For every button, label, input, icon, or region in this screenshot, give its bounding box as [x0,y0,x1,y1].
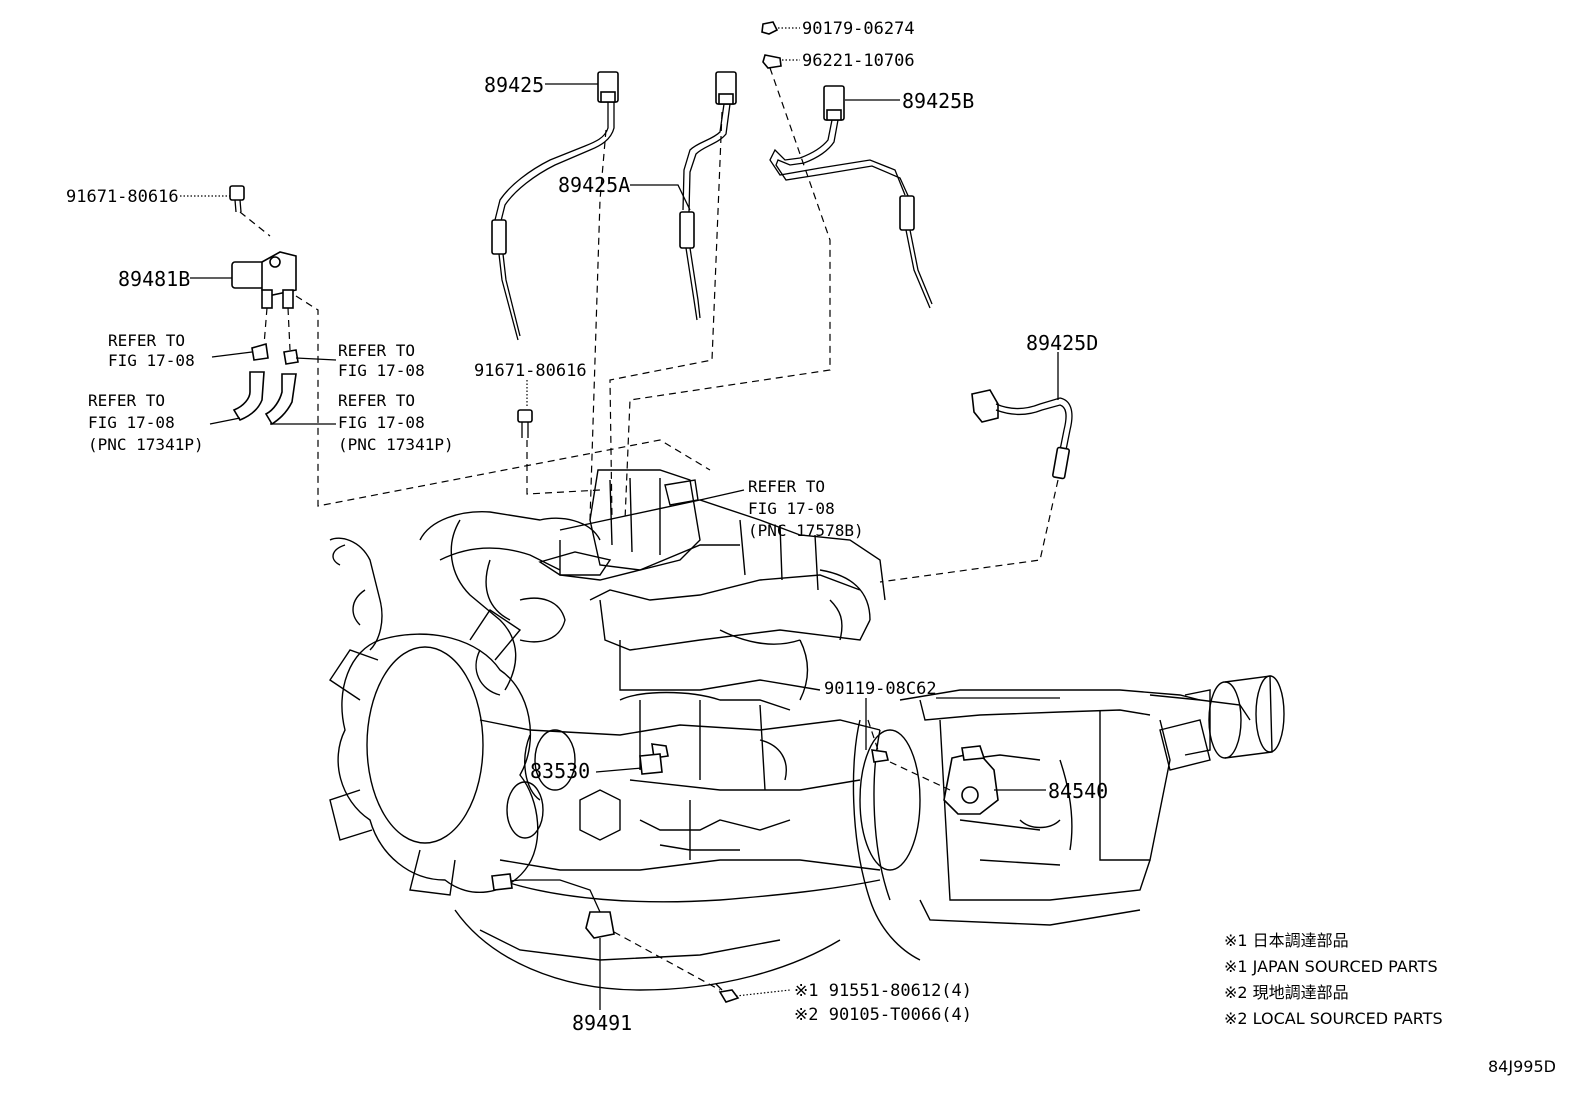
ref-e-line3: (PNC 17578B) [748,521,864,540]
label-89491: 89491 [572,1011,632,1035]
label-91671-top: 91671-80616 [66,187,179,207]
dashed-guides [239,67,1059,991]
sensor-89425 [491,71,619,341]
ref-a-line2: FIG 17-08 [108,351,195,370]
engine-assembly [329,469,1285,991]
ref-b-line2: FIG 17-08 [338,361,425,380]
switch-83530 [639,743,669,775]
sensor-89491 [491,873,615,939]
bolt-90119 [871,749,889,763]
clip-90179 [761,21,779,35]
ref-e-line2: FIG 17-08 [748,499,835,518]
sensor-89425B [769,85,933,309]
bolt-91551 [715,983,740,1003]
label-89425D: 89425D [1026,331,1098,355]
clip-96221 [762,54,782,69]
label-96221: 96221-10706 [802,51,915,71]
sensor-89425A [679,71,737,321]
label-83530: 83530 [530,759,590,783]
transmission [899,675,1285,926]
label-bolt-2: ※2 90105-T0066(4) [794,1005,972,1025]
note-line-2: ※1 JAPAN SOURCED PARTS [1224,957,1438,976]
ref-a-line1: REFER TO [108,331,185,350]
ref-d-line1: REFER TO [338,391,415,410]
bolt-91671-top [229,185,245,213]
reference-labels: REFER TO FIG 17-08 REFER TO FIG 17-08 RE… [88,331,864,540]
label-84540: 84540 [1048,779,1108,803]
ref-c-line2: FIG 17-08 [88,413,175,432]
sensor-89425D [971,389,1073,480]
note-line-4: ※2 LOCAL SOURCED PARTS [1224,1009,1443,1028]
label-89425: 89425 [484,73,544,97]
label-bolt-1: ※1 91551-80612(4) [794,981,972,1001]
cooling-fan [329,609,539,896]
ref-c-line3: (PNC 17341P) [88,435,204,454]
label-90179: 90179-06274 [802,19,915,39]
label-90119: 90119-08C62 [824,679,937,699]
figure-code: 84J995D [1488,1057,1556,1076]
mounting-bracket [538,469,701,576]
ref-e-line1: REFER TO [748,477,825,496]
note-line-1: ※1 日本調達部品 [1224,931,1349,950]
leader-lines [180,27,1060,1010]
ref-b-line1: REFER TO [338,341,415,360]
ref-d-line3: (PNC 17341P) [338,435,454,454]
sourcing-notes: ※1 日本調達部品 ※1 JAPAN SOURCED PARTS ※2 現地調達… [1224,931,1443,1028]
switch-84540 [943,745,999,815]
sensor-89481B [231,251,297,309]
ref-c-line1: REFER TO [88,391,165,410]
label-89425B: 89425B [902,89,974,113]
part-labels: 90179-06274 96221-10706 89425 89425B 894… [66,19,1108,1035]
label-89481B: 89481B [118,267,190,291]
label-89425A: 89425A [558,173,630,197]
ref-d-line2: FIG 17-08 [338,413,425,432]
caps-and-hoses [232,342,299,426]
note-line-3: ※2 現地調達部品 [1224,983,1349,1002]
bolt-91671-mid [517,409,533,438]
label-91671-mid: 91671-80616 [474,361,587,381]
